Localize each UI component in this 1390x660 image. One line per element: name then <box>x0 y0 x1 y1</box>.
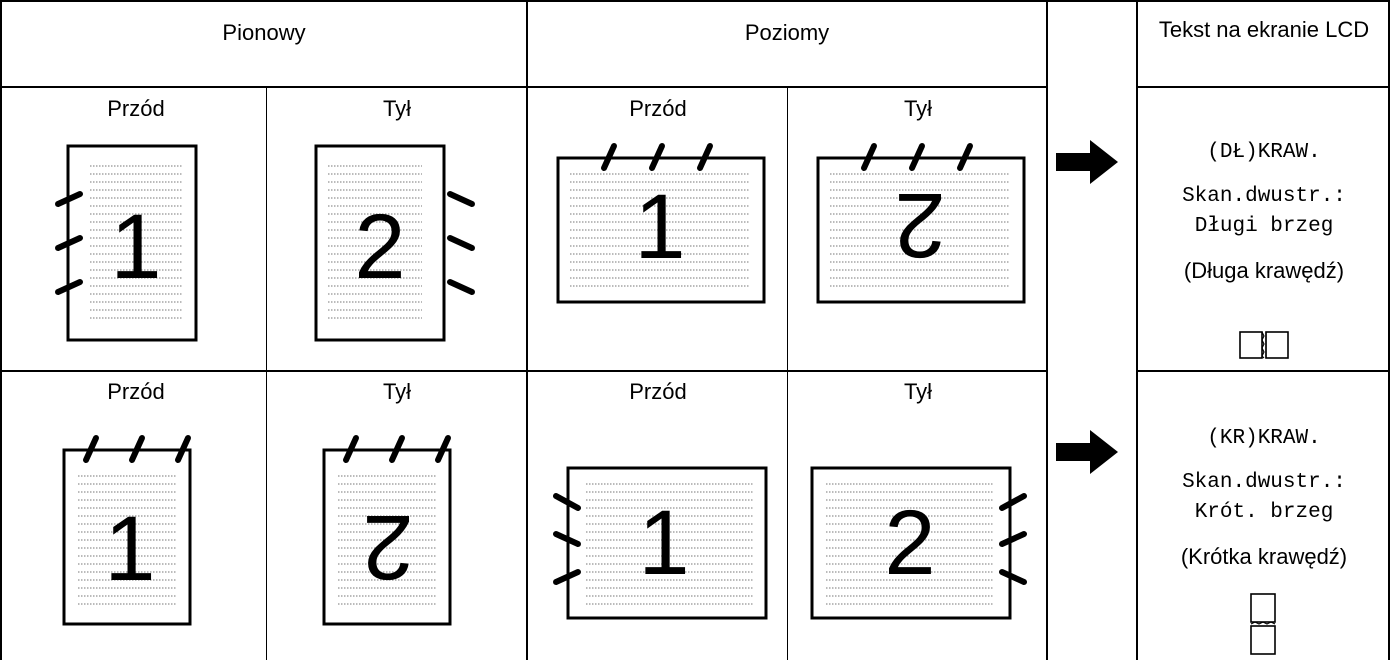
column-divider-orientations <box>526 0 528 660</box>
column-divider-lcd <box>1136 0 1138 660</box>
page-portrait-back-short-edge: 2 <box>322 435 452 626</box>
label-front: Przód <box>629 96 687 121</box>
arrow-right-icon <box>1056 430 1118 474</box>
header-landscape: Poziomy <box>744 20 830 45</box>
header-lcd-text: Tekst na ekranie LCD <box>1158 17 1370 42</box>
lcd-line-binding: (KR)KRAW. <box>1207 427 1321 450</box>
header-divider <box>0 86 1047 88</box>
label-back: Tył <box>903 96 933 121</box>
header-portrait: Pionowy <box>222 20 306 45</box>
page-portrait-back-long-edge: 2 <box>314 144 475 342</box>
page-landscape-front-long-edge: 1 <box>556 143 766 304</box>
label-back: Tył <box>382 379 412 404</box>
page-portrait-front-long-edge: 1 <box>55 144 198 342</box>
page-number: 1 <box>634 176 685 278</box>
header-divider-lcd <box>1136 86 1390 88</box>
page-landscape-back-long-edge: 2 <box>816 143 1026 304</box>
label-back: Tył <box>382 96 412 121</box>
lcd-line-edge: Krót. brzeg <box>1194 501 1334 524</box>
column-divider-portrait <box>266 88 267 660</box>
column-divider-arrow <box>1046 0 1048 660</box>
page-number: 2 <box>884 492 935 594</box>
arrow-right-icon <box>1056 140 1118 184</box>
page-number: 1 <box>638 492 689 594</box>
row-divider <box>0 370 1047 372</box>
page-number: 1 <box>104 498 155 600</box>
short-edge-book-icon <box>1250 593 1276 655</box>
label-back: Tył <box>903 379 933 404</box>
page-number: 1 <box>110 196 161 298</box>
label-front: Przód <box>629 379 687 404</box>
label-front: Przód <box>107 96 165 121</box>
page-number: 2 <box>362 496 413 598</box>
lcd-line-duplex: Skan.dwustr.: <box>1182 185 1346 208</box>
lcd-line-binding: (DŁ)KRAW. <box>1207 141 1321 164</box>
table-border-top <box>0 0 1390 2</box>
row-divider-lcd <box>1136 370 1390 372</box>
table-border-left <box>0 0 2 660</box>
long-edge-book-icon <box>1239 331 1289 359</box>
page-portrait-front-short-edge: 1 <box>62 435 192 626</box>
lcd-line-duplex: Skan.dwustr.: <box>1182 471 1346 494</box>
page-number: 2 <box>894 174 945 276</box>
table-border-right <box>1388 0 1390 660</box>
page-number: 2 <box>354 196 405 298</box>
lcd-line-edge: Długi brzeg <box>1194 215 1334 238</box>
caption-short-edge: (Krótka krawędź) <box>1180 544 1348 569</box>
page-landscape-back-short-edge: 2 <box>810 466 1027 620</box>
page-landscape-front-short-edge: 1 <box>553 466 768 620</box>
label-front: Przód <box>107 379 165 404</box>
column-divider-landscape <box>787 88 788 660</box>
caption-long-edge: (Długa krawędź) <box>1183 258 1345 283</box>
